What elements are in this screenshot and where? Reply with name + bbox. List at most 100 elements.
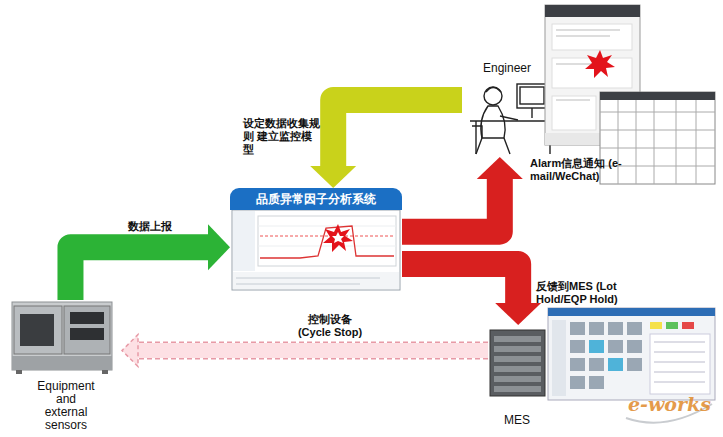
server-illustration — [494, 336, 541, 342]
mes-screenshot — [627, 358, 642, 371]
mes-screenshot — [548, 308, 715, 400]
chart-screenshot — [232, 210, 400, 290]
phone-screenshot — [552, 58, 632, 88]
phone-screenshot — [556, 30, 620, 31]
mes-screenshot — [589, 358, 604, 371]
flow-arrow — [333, 100, 462, 166]
machine-illustration — [14, 306, 62, 354]
engineer-illustration — [470, 84, 556, 154]
mes-screenshot — [627, 322, 642, 335]
mes-screenshot — [589, 376, 604, 389]
mes-screenshot — [666, 322, 678, 329]
engineer-illustration — [481, 106, 505, 138]
mes-screenshot — [654, 352, 705, 353]
phone-screenshot — [552, 96, 596, 130]
mes-screenshot — [548, 308, 715, 400]
chart-screenshot — [258, 216, 396, 266]
machine-illustration — [16, 370, 22, 374]
chart-screenshot — [258, 246, 396, 247]
server-illustration — [494, 346, 541, 352]
mes-screenshot — [570, 358, 585, 371]
alarm-table-screenshot — [618, 100, 619, 184]
arrow-body — [70, 247, 208, 300]
mes-screenshot — [589, 340, 604, 353]
machine-illustration — [12, 302, 112, 370]
node-text: 品质异常因子分析系统 — [256, 193, 376, 206]
mes-screenshot — [548, 308, 715, 316]
phone-screenshot — [556, 64, 600, 65]
engineer-box: Engineer — [462, 62, 552, 157]
engineer-illustration — [531, 108, 532, 118]
server-illustration — [490, 330, 545, 396]
machine-illustration — [20, 314, 54, 346]
alarm-table-screenshot — [676, 100, 677, 184]
alarm-table-screenshot — [600, 92, 715, 184]
phone-screenshot — [545, 5, 640, 145]
alarm-table-screenshot — [696, 100, 697, 184]
header-band: 品质异常因子分析系统 — [230, 188, 402, 210]
engineer-illustration — [486, 88, 501, 93]
edge-label: 控制设备 (Cycle Stop) — [290, 313, 370, 339]
machine-illustration — [12, 356, 112, 370]
engineer-illustration — [517, 84, 547, 108]
arrow-body — [333, 100, 462, 166]
machine-illustration — [102, 370, 108, 374]
server-illustration — [490, 330, 545, 396]
engineer-illustration — [520, 87, 544, 104]
server-illustration — [494, 386, 541, 392]
arrow-body — [402, 264, 518, 303]
mes-screenshot — [608, 322, 623, 335]
system-box: 品质异常因子分析系统 — [230, 188, 402, 292]
mes-screenshot — [589, 322, 604, 335]
mes-screenshot — [650, 322, 662, 329]
alarm-table-screenshot — [636, 100, 637, 184]
mes-screenshot — [570, 376, 585, 389]
server-illustration — [494, 366, 541, 372]
machine-illustration — [64, 306, 110, 354]
phone-screenshot — [556, 36, 610, 37]
engineer-illustration — [500, 116, 518, 120]
engineer-illustration — [475, 121, 476, 154]
chart-screenshot — [260, 226, 394, 258]
engineer-illustration — [484, 87, 502, 105]
flow-arrow — [402, 264, 518, 303]
chart-screenshot — [323, 224, 353, 252]
alarm-table-screenshot — [600, 92, 715, 184]
arrow-outline — [138, 342, 488, 360]
arrow-body — [402, 179, 500, 232]
alarm-table-screenshot — [600, 130, 715, 131]
mes-screenshot — [570, 322, 642, 389]
machine-illustration — [70, 312, 104, 324]
arrow-body — [138, 343, 488, 358]
chart-screenshot — [232, 210, 400, 290]
phone-screenshot — [556, 100, 590, 101]
edge-label: Alarm信息通知 (e-mail/WeChat) — [530, 157, 634, 183]
mes-screenshot — [682, 322, 694, 329]
mes-box: MES — [488, 325, 546, 427]
machine-illustration — [70, 328, 104, 340]
watermark: e-works — [628, 393, 711, 415]
alarm-table-screenshot — [600, 112, 715, 113]
phone-screenshot — [585, 50, 615, 78]
machine-illustration — [12, 302, 112, 374]
chart-screenshot — [236, 278, 380, 279]
phone-screenshot — [545, 5, 640, 17]
mes-screenshot — [608, 340, 623, 353]
chart-screenshot — [233, 272, 399, 289]
engineer-illustration — [549, 121, 550, 154]
engineer-illustration — [472, 126, 482, 138]
phone-screenshot — [545, 133, 640, 145]
server-illustration — [494, 376, 541, 382]
chart-screenshot — [260, 236, 394, 237]
mes-screenshot — [654, 342, 705, 343]
node-text: MES — [504, 414, 530, 427]
edge-label: 反馈到MES (Lot Hold/EQP Hold) — [536, 280, 628, 306]
mes-screenshot — [654, 362, 705, 363]
edge-label: 数据上报 — [128, 220, 172, 233]
